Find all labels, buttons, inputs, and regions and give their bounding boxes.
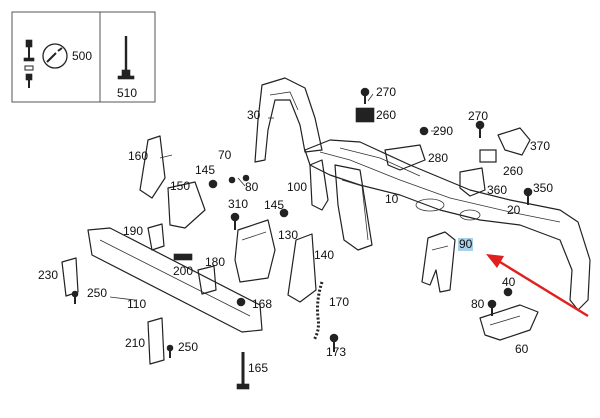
bracket-part-230 — [61, 257, 79, 297]
bracket-part-190 — [147, 223, 165, 251]
bumper-beam-part-110 — [87, 227, 263, 333]
callout-70[interactable]: 70 — [218, 148, 232, 162]
bracket-part-90 — [421, 231, 456, 293]
callout-290[interactable]: 290 — [433, 124, 454, 138]
callout-180[interactable]: 180 — [205, 255, 226, 269]
callout-80[interactable]: 80 — [245, 180, 259, 194]
support-strut-part-100 — [309, 159, 373, 251]
callout-145[interactable]: 145 — [264, 198, 285, 212]
callout-210[interactable]: 210 — [125, 336, 146, 350]
callout-80[interactable]: 80 — [471, 297, 485, 311]
bracket-part-140 — [287, 233, 317, 303]
legend-box — [11, 11, 156, 103]
clip-part-370 — [497, 127, 531, 156]
callout-10[interactable]: 10 — [385, 192, 399, 206]
callout-280[interactable]: 280 — [428, 151, 449, 165]
callout-110[interactable]: 110 — [127, 297, 147, 311]
callout-173[interactable]: 173 — [326, 345, 347, 359]
wrench-circle-icon — [42, 43, 68, 69]
callout-160[interactable]: 160 — [128, 149, 149, 163]
callout-20[interactable]: 20 — [507, 203, 521, 217]
legend-label-510: 510 — [117, 86, 138, 100]
callout-40[interactable]: 40 — [502, 275, 516, 289]
callout-165[interactable]: 165 — [248, 361, 269, 375]
callout-360[interactable]: 360 — [487, 183, 508, 197]
callout-30[interactable]: 30 — [247, 108, 261, 122]
bracket-part-280 — [384, 144, 426, 171]
callout-90-highlighted[interactable]: 90 — [458, 237, 474, 251]
long-bolt-icon — [117, 36, 135, 80]
callout-370[interactable]: 370 — [530, 139, 551, 153]
bracket-part-130 — [234, 219, 276, 283]
callout-270[interactable]: 270 — [468, 109, 489, 123]
upper-bracket-part-30 — [254, 77, 323, 163]
callout-350[interactable]: 350 — [533, 181, 554, 195]
bracket-part-160 — [139, 135, 166, 199]
seal-part-170 — [312, 281, 324, 341]
red-arrow — [486, 254, 589, 318]
callout-270[interactable]: 270 — [376, 85, 397, 99]
bracket-part-210 — [147, 317, 165, 365]
bracket-part-180 — [197, 265, 217, 295]
bolt-washer-icon — [23, 39, 35, 88]
callout-168[interactable]: 168 — [252, 297, 273, 311]
callout-100[interactable]: 100 — [287, 180, 308, 194]
callout-145[interactable]: 145 — [195, 163, 216, 177]
front-crossmember-part — [304, 139, 591, 311]
callout-60[interactable]: 60 — [515, 342, 529, 356]
leader-lines — [109, 93, 438, 301]
callout-130[interactable]: 130 — [278, 228, 299, 242]
callout-140[interactable]: 140 — [314, 248, 335, 262]
callout-310[interactable]: 310 — [228, 197, 249, 211]
callout-150[interactable]: 150 — [170, 179, 191, 193]
legend-label-500: 500 — [72, 49, 93, 63]
bolt-icons — [71, 87, 533, 390]
callout-170[interactable]: 170 — [329, 295, 350, 309]
callout-260[interactable]: 260 — [503, 164, 524, 178]
bracket-part-360 — [459, 167, 486, 197]
callout-250[interactable]: 250 — [178, 340, 199, 354]
clip-part-260 — [355, 107, 497, 163]
bracket-part-150 — [167, 181, 206, 229]
callout-250[interactable]: 250 — [87, 286, 108, 300]
callout-200[interactable]: 200 — [173, 264, 194, 278]
callout-190[interactable]: 190 — [123, 224, 144, 238]
lower-bracket-part-60 — [479, 304, 539, 341]
callout-230[interactable]: 230 — [38, 268, 59, 282]
callout-260[interactable]: 260 — [376, 108, 397, 122]
